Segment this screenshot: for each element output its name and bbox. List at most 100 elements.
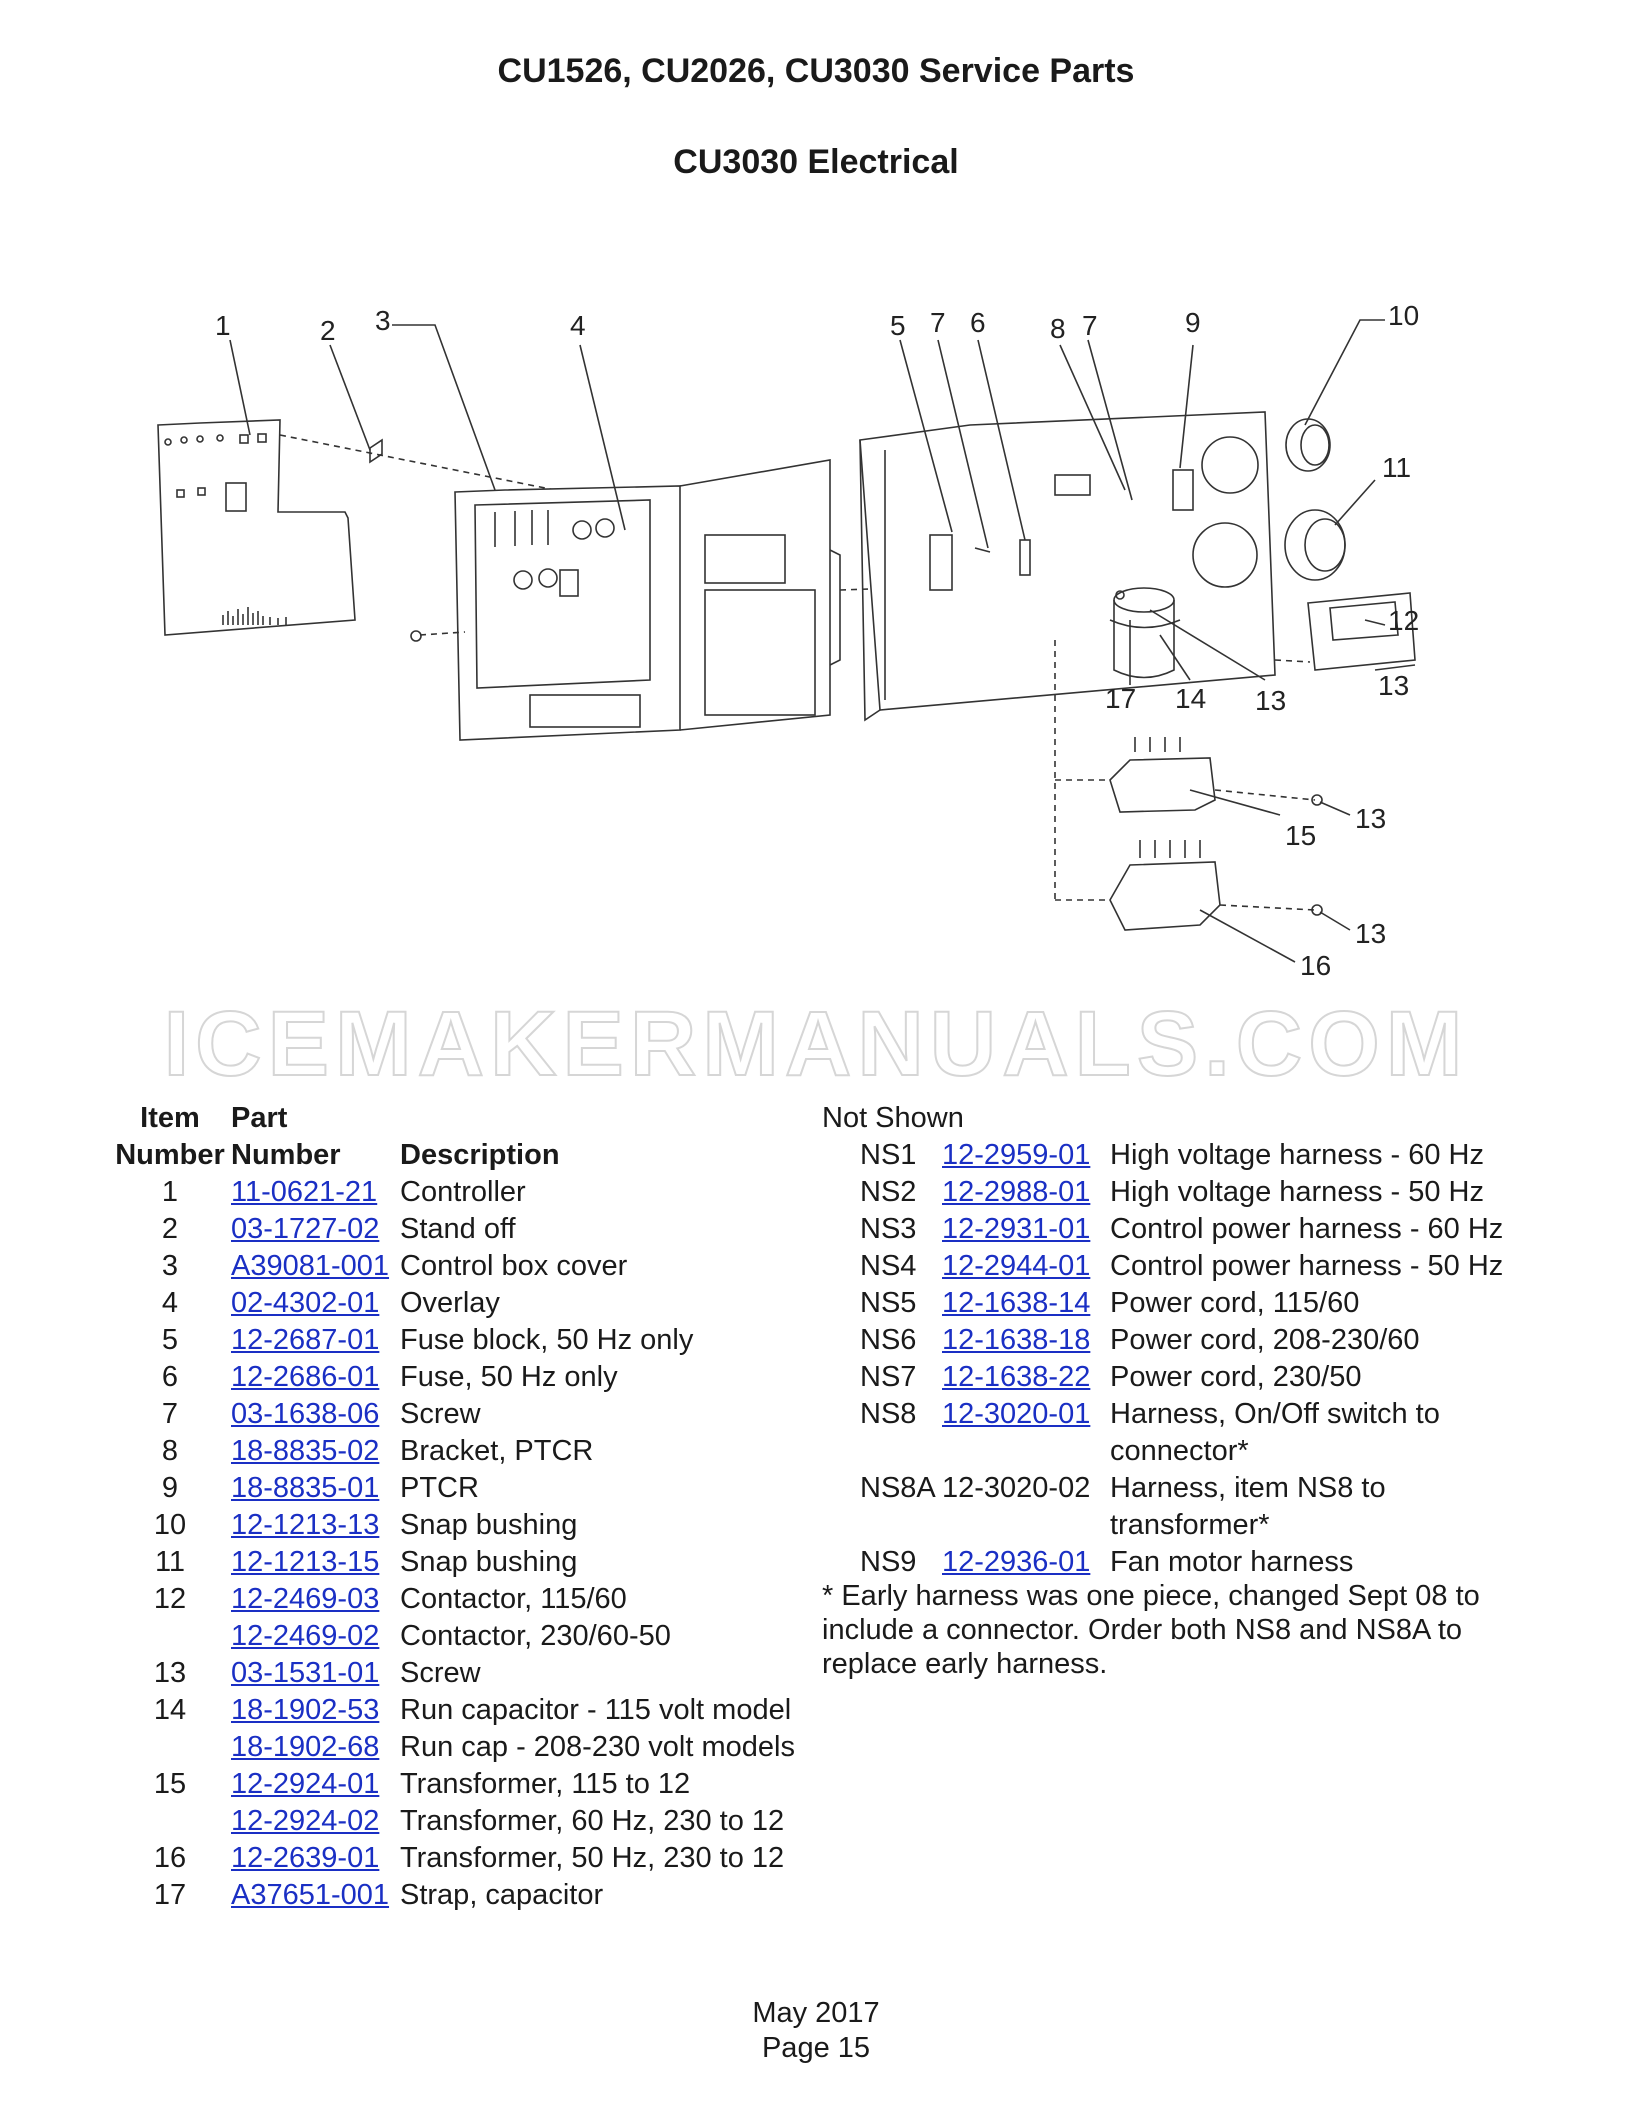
part-number-link[interactable]: 11-0621-21 bbox=[231, 1176, 378, 1208]
part-description: Power cord, 230/50 bbox=[1110, 1361, 1362, 1393]
part-number-link[interactable]: A39081-001 bbox=[231, 1250, 390, 1282]
part-number-link[interactable]: 12-2639-01 bbox=[231, 1842, 380, 1874]
standoff bbox=[369, 438, 383, 464]
part-number-link[interactable]: 18-8835-01 bbox=[231, 1472, 380, 1504]
part-number-link[interactable]: 02-4302-01 bbox=[231, 1287, 380, 1319]
footnote: * Early harness was one piece, changed S… bbox=[822, 1579, 1522, 1681]
part-number-link[interactable]: 18-1902-53 bbox=[231, 1694, 380, 1726]
part-description: Transformer, 115 to 12 bbox=[400, 1768, 691, 1800]
item-number: 5 bbox=[161, 1324, 179, 1356]
part-number-link[interactable]: 12-2924-01 bbox=[231, 1768, 380, 1800]
part-description: PTCR bbox=[400, 1472, 479, 1504]
item-number: 8 bbox=[161, 1435, 179, 1467]
part-number-link[interactable]: 12-1638-22 bbox=[942, 1361, 1091, 1393]
part-number-link[interactable]: 12-2988-01 bbox=[942, 1176, 1091, 1208]
part-number-link[interactable]: 18-8835-02 bbox=[231, 1435, 380, 1467]
footnote-line: * Early harness was one piece, changed S… bbox=[822, 1580, 1480, 1612]
callout-11: 11 bbox=[1382, 452, 1411, 483]
item-number: 3 bbox=[161, 1250, 179, 1282]
part-description: High voltage harness - 60 Hz bbox=[1110, 1139, 1484, 1171]
table-row: 15 12-2924-01 Transformer, 115 to 12 bbox=[115, 1766, 815, 1803]
callout-3: 3 bbox=[375, 305, 391, 336]
part-number-link[interactable]: 12-2686-01 bbox=[231, 1361, 380, 1393]
table-row: NS4 12-2944-01 Control power harness - 50 … bbox=[822, 1248, 1522, 1285]
callout-13d: 13 bbox=[1355, 918, 1386, 949]
part-number-link[interactable]: 12-3020-01 bbox=[942, 1398, 1091, 1430]
part-number-link[interactable]: 12-2924-02 bbox=[231, 1805, 380, 1837]
callout-13b: 13 bbox=[1255, 685, 1286, 716]
part-number-link[interactable]: 12-1213-13 bbox=[231, 1509, 380, 1541]
part-number-link[interactable]: 12-2944-01 bbox=[942, 1250, 1091, 1282]
item-number: 1 bbox=[161, 1176, 179, 1208]
part-description: Harness, item NS8 to bbox=[1110, 1472, 1386, 1504]
part-number-link[interactable]: 12-2959-01 bbox=[942, 1139, 1091, 1171]
table-row: NS7 12-1638-22 Power cord, 230/50 bbox=[822, 1359, 1522, 1396]
table-header-row-2: Number Number Description bbox=[115, 1137, 815, 1174]
part-description: Power cord, 115/60 bbox=[1110, 1287, 1360, 1319]
table-header-row-1: Item Part bbox=[115, 1100, 815, 1137]
not-shown-heading: Not Shown bbox=[822, 1102, 964, 1134]
part-description: Snap bushing bbox=[400, 1546, 578, 1578]
item-number: NS2 bbox=[860, 1176, 917, 1208]
part-number-link[interactable]: 03-1638-06 bbox=[231, 1398, 380, 1430]
part-description: Run cap - 208-230 volt models bbox=[400, 1731, 795, 1763]
part-number-link[interactable]: 12-2687-01 bbox=[231, 1324, 380, 1356]
section-title: CU3030 Electrical bbox=[673, 143, 959, 181]
part-description: Contactor, 115/60 bbox=[400, 1583, 627, 1615]
item-number: NS1 bbox=[860, 1139, 917, 1171]
part-description: Stand off bbox=[400, 1213, 516, 1245]
part-number-link[interactable]: 03-1727-02 bbox=[231, 1213, 380, 1245]
footnote-line: replace early harness. bbox=[822, 1648, 1108, 1680]
table-row: NS1 12-2959-01 High voltage harness - 60 H… bbox=[822, 1137, 1522, 1174]
footnote-line: include a connector. Order both NS8 and … bbox=[822, 1614, 1463, 1646]
item-number: 15 bbox=[153, 1768, 187, 1800]
item-number: NS8 bbox=[860, 1398, 917, 1430]
part-number-link[interactable]: 03-1531-01 bbox=[231, 1657, 380, 1689]
not-shown-rows: NS1 12-2959-01 High voltage harness - 60 H… bbox=[822, 1137, 1522, 1581]
item-number: 11 bbox=[154, 1546, 186, 1578]
part-description: Control power harness - 50 Hz bbox=[1110, 1250, 1504, 1282]
callout-8: 8 bbox=[1050, 313, 1066, 344]
part-number-link[interactable]: 12-1638-18 bbox=[942, 1324, 1091, 1356]
part-number: 12-3020-02 bbox=[942, 1472, 1091, 1504]
item-number: NS4 bbox=[860, 1250, 917, 1282]
transformer-15 bbox=[1109, 757, 1216, 813]
part-number-link[interactable]: 12-2931-01 bbox=[942, 1213, 1091, 1245]
page-number: Page 15 bbox=[761, 2032, 871, 2064]
exploded-parts-diagram: 1 2 3 4 5 7 6 8 7 9 10 11 12 13 17 14 13… bbox=[157, 300, 1419, 981]
part-number-link[interactable]: 12-1638-14 bbox=[942, 1287, 1091, 1319]
part-description: Harness, On/Off switch to bbox=[1110, 1398, 1440, 1430]
part-number-link[interactable]: A37651-001 bbox=[231, 1879, 390, 1911]
part-description: Control power harness - 60 Hz bbox=[1110, 1213, 1504, 1245]
part-number-link[interactable]: 18-1902-68 bbox=[231, 1731, 380, 1763]
transformer-16 bbox=[1109, 861, 1221, 931]
footer-date: May 2017 bbox=[752, 1997, 880, 2029]
table-row: 7 03-1638-06 Screw bbox=[115, 1396, 815, 1433]
header-part: Part bbox=[231, 1102, 288, 1134]
callout-16: 16 bbox=[1300, 950, 1331, 981]
table-row: 11 12-1213-15 Snap bushing bbox=[115, 1544, 815, 1581]
callout-14: 14 bbox=[1175, 683, 1206, 714]
part-description: Screw bbox=[400, 1657, 481, 1689]
part-number-link[interactable]: 12-2469-03 bbox=[231, 1583, 380, 1615]
table-row: 1 11-0621-21 Controller bbox=[115, 1174, 815, 1211]
watermark: ICEMAKERMANUALS.COM bbox=[163, 992, 1469, 1096]
part-description: Screw bbox=[400, 1398, 481, 1430]
electrical-box bbox=[859, 411, 1276, 711]
item-number: NS7 bbox=[860, 1361, 917, 1393]
part-number-link[interactable]: 12-1213-15 bbox=[231, 1546, 380, 1578]
part-description: Controller bbox=[400, 1176, 526, 1208]
part-description: Power cord, 208-230/60 bbox=[1110, 1324, 1420, 1356]
part-number-link[interactable]: 12-2936-01 bbox=[942, 1546, 1091, 1578]
item-number: 7 bbox=[161, 1398, 179, 1430]
part-number-link[interactable]: 12-2469-02 bbox=[231, 1620, 380, 1652]
